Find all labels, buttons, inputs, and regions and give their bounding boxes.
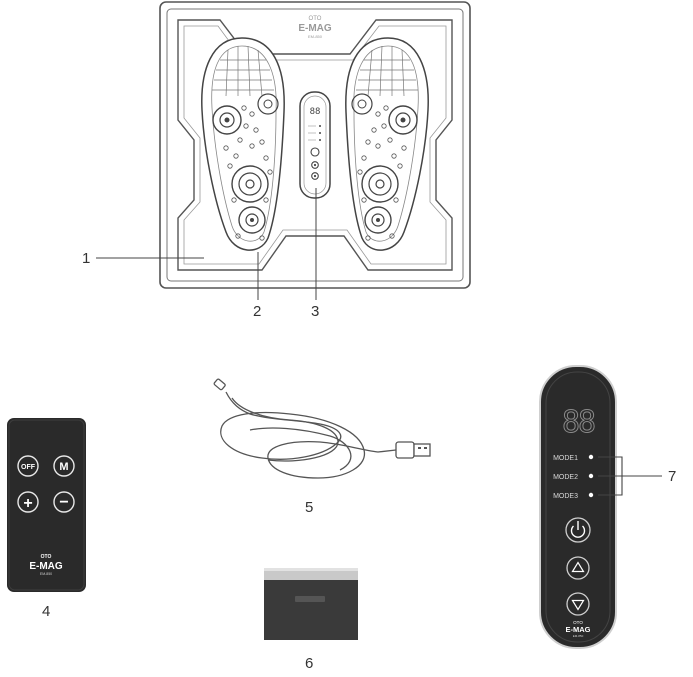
panel-down-icon — [311, 172, 319, 180]
controller-mode1-indicator — [588, 454, 594, 460]
controller-power-button — [565, 517, 591, 543]
remote-minus-label: − — [59, 494, 68, 511]
power-icon — [570, 521, 586, 538]
storage-box — [264, 568, 358, 640]
hand-controller: 88 MODE1 MODE2 MODE3 OTO E-MAG EM-850 — [539, 365, 617, 649]
remote-minus-button — [53, 491, 75, 513]
controller-mode1-label: MODE1 — [553, 455, 578, 462]
panel-display: 88 — [310, 107, 321, 117]
remote-brand-model: EM-850 — [40, 572, 52, 576]
panel-up-icon — [311, 161, 319, 169]
controller-down-button — [566, 592, 590, 616]
cable-micro-connector — [213, 378, 226, 391]
remote-plus-label: + — [23, 495, 32, 512]
controller-brand-model: EM-850 — [573, 634, 584, 638]
controller-display: 88 — [562, 405, 595, 440]
remote-mode-button — [53, 455, 75, 477]
triangle-up-icon — [571, 561, 585, 573]
foot-massager-unit: OTO E-MAG EM-850 — [96, 1, 471, 300]
controller-brand-name: E-MAG — [566, 625, 591, 634]
controller-mode2-label: MODE2 — [553, 474, 578, 481]
remote-off-label: OFF — [21, 464, 36, 471]
usb-cable — [213, 378, 431, 479]
controller-mode3-indicator — [588, 492, 594, 498]
remote-mode-label: M — [59, 461, 68, 473]
panel-power-icon — [310, 147, 320, 157]
callout-7: 7 — [668, 468, 676, 485]
controller-brand-small: OTO — [573, 620, 583, 625]
callout-4: 4 — [42, 603, 50, 620]
remote-plus-button — [17, 491, 39, 513]
left-foot-pad — [201, 37, 285, 251]
callout-6: 6 — [305, 655, 313, 672]
device-brand-small: OTO — [309, 16, 322, 22]
center-control-panel: 88 — [299, 91, 331, 199]
remote-control: OFF M + − OTO E-MAG EM-850 — [7, 418, 86, 592]
callout-2: 2 — [253, 303, 261, 320]
device-brand-name: E-MAG — [298, 23, 332, 34]
cable-usb-plug — [413, 443, 431, 457]
remote-off-button — [17, 455, 39, 477]
mode-bracket — [598, 456, 662, 496]
cable-usb-housing — [395, 441, 415, 459]
callout-5: 5 — [305, 499, 313, 516]
callout-1: 1 — [82, 250, 90, 267]
controller-mode2-indicator — [588, 473, 594, 479]
device-brand-model: EM-850 — [308, 34, 323, 39]
controller-up-button — [566, 556, 590, 580]
controller-mode3-label: MODE3 — [553, 493, 578, 500]
remote-brand-small: OTO — [41, 554, 52, 560]
callout-3: 3 — [311, 303, 319, 320]
right-foot-pad — [345, 37, 429, 251]
triangle-down-icon — [571, 599, 585, 611]
remote-brand-name: E-MAG — [29, 561, 63, 572]
